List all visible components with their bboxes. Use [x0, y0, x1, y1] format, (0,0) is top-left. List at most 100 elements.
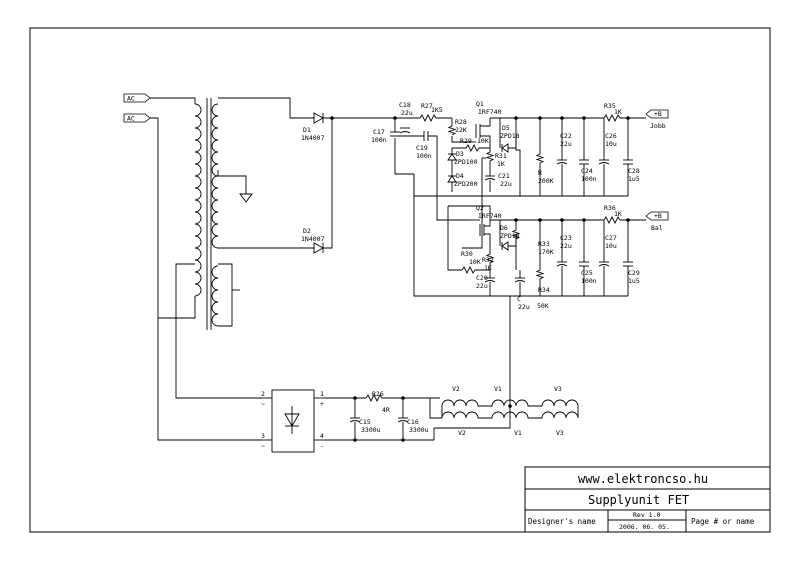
ac-top-label: AC	[127, 95, 135, 103]
c29-value: 1u5	[628, 277, 640, 285]
ground-symbol	[239, 193, 253, 203]
bal-label: Bal	[651, 224, 663, 232]
c24-value: 100n	[581, 175, 597, 183]
r35-value: 1K	[614, 108, 622, 116]
r29-ref: R29	[460, 137, 472, 145]
title-block-website: www.elektroncso.hu	[578, 472, 708, 486]
c21-value: 22u	[500, 180, 512, 188]
r30-ref: R30	[461, 250, 473, 258]
lower-filter	[413, 174, 646, 297]
lower-winding-wires	[157, 263, 262, 441]
r35-ref: R35	[604, 102, 616, 110]
c18-ref: C18	[399, 101, 411, 109]
capacitor-c: C 22u	[514, 270, 530, 311]
zener-d5: D5 ZPD18	[490, 117, 540, 153]
c29-ref: C29	[628, 269, 640, 277]
fet-q2: Q2 IRF740	[448, 204, 502, 242]
title-block-page: Page # or name	[691, 517, 755, 526]
c23-value: 22u	[560, 242, 572, 250]
capacitor-c19: C19 100n	[395, 131, 470, 221]
resistor-r33: R33 170K	[511, 220, 554, 270]
diode-d1: D1 1N4007	[301, 112, 325, 142]
sheet-border	[29, 27, 771, 533]
title-block: www.elektroncso.hu Supplyunit FET Design…	[524, 466, 771, 533]
fet-q1: Q1 IRF740	[451, 100, 502, 148]
r30-value: 10K	[469, 258, 481, 266]
capacitor-c18: C18 22u	[399, 101, 413, 134]
bridge-rectifier	[262, 389, 324, 453]
title-block-rev: Rev 1.0	[633, 511, 660, 519]
q1-ref: Q1	[476, 100, 484, 108]
v2-bottom: V2	[458, 429, 466, 437]
c27-value: 10u	[605, 242, 617, 250]
q2-value: IRF740	[478, 212, 502, 220]
capacitor-c21: C21 22u	[484, 166, 512, 192]
c17-ref: C17	[373, 128, 385, 136]
title-block-date: 2006. 06. 05.	[619, 523, 670, 531]
d5-value: ZPD18	[500, 132, 520, 140]
resistor-r29: R29 10K	[452, 137, 490, 153]
c28-value: 1u5	[628, 175, 640, 183]
r27-ref: R27	[421, 102, 433, 110]
r36-ref: R36	[604, 204, 616, 212]
v1-top: V1	[494, 385, 502, 393]
pin-4: 4	[320, 432, 324, 440]
d5-ref: D5	[502, 124, 510, 132]
pin-minus: -	[320, 442, 324, 450]
pin-2: 2	[261, 390, 265, 398]
capacitor-c20: C20 22u	[476, 274, 496, 296]
main-bus	[323, 116, 420, 249]
c-ref: C	[517, 295, 521, 303]
c17-value: 100n	[371, 136, 387, 144]
d3-value: ZPD100	[454, 158, 478, 166]
c20-ref: C20	[476, 274, 488, 282]
zener-d4: D4 ZPD200	[447, 172, 478, 192]
c20-value: 22u	[476, 282, 488, 290]
c15-value: 3300u	[361, 426, 381, 434]
v1-bottom: V1	[514, 429, 522, 437]
q2-ref: Q2	[476, 204, 484, 212]
d2-ref: D2	[303, 227, 311, 235]
title-block-designer: Designer's name	[528, 517, 596, 526]
q1-value: IRF740	[478, 108, 502, 116]
jobb-label: Jobb	[650, 122, 666, 130]
r26-value: 4R	[382, 406, 390, 414]
pin-3: 3	[261, 432, 265, 440]
pin-1: 1	[320, 390, 324, 398]
r31-value: 1K	[497, 160, 505, 168]
r31-ref: R31	[495, 152, 507, 160]
output-connector-top: +B Jobb	[645, 109, 669, 130]
resistor-r27: R27 1K5	[419, 102, 452, 123]
c16-value: 3300u	[409, 426, 429, 434]
lower-gate-wires	[447, 158, 483, 271]
secondary-wires	[217, 97, 314, 249]
d1-ref: D1	[303, 126, 311, 134]
v2-top: V2	[452, 385, 460, 393]
r-ref: R	[538, 169, 542, 177]
ac-bottom-label: AC	[127, 115, 135, 123]
c25-ref: C25	[581, 269, 593, 277]
pin-plus: +	[320, 400, 324, 408]
d6-ref: D6	[500, 224, 508, 232]
heater-wiring	[324, 393, 442, 442]
c18-value: 22u	[401, 109, 413, 117]
out-top-label: +B	[654, 110, 662, 118]
c26-value: 10u	[605, 140, 617, 148]
r-value: 200K	[538, 177, 554, 185]
v3-bottom: V3	[556, 429, 564, 437]
zener-d3: D3 ZPD100	[447, 148, 478, 176]
r29-value: 10K	[477, 137, 489, 145]
diode-d2: D2 1N4007	[301, 227, 325, 254]
c-value: 22u	[518, 303, 530, 311]
c21-ref: C21	[498, 172, 510, 180]
r34-ref: R34	[538, 286, 550, 294]
d3-ref: D3	[456, 150, 464, 158]
v3-top: V3	[554, 385, 562, 393]
d1-value: 1N4007	[301, 134, 325, 142]
resistor-r30: R30 10K	[461, 250, 490, 275]
heater-filaments	[434, 296, 579, 429]
main-transformer	[194, 98, 219, 330]
d2-value: 1N4007	[301, 235, 325, 243]
